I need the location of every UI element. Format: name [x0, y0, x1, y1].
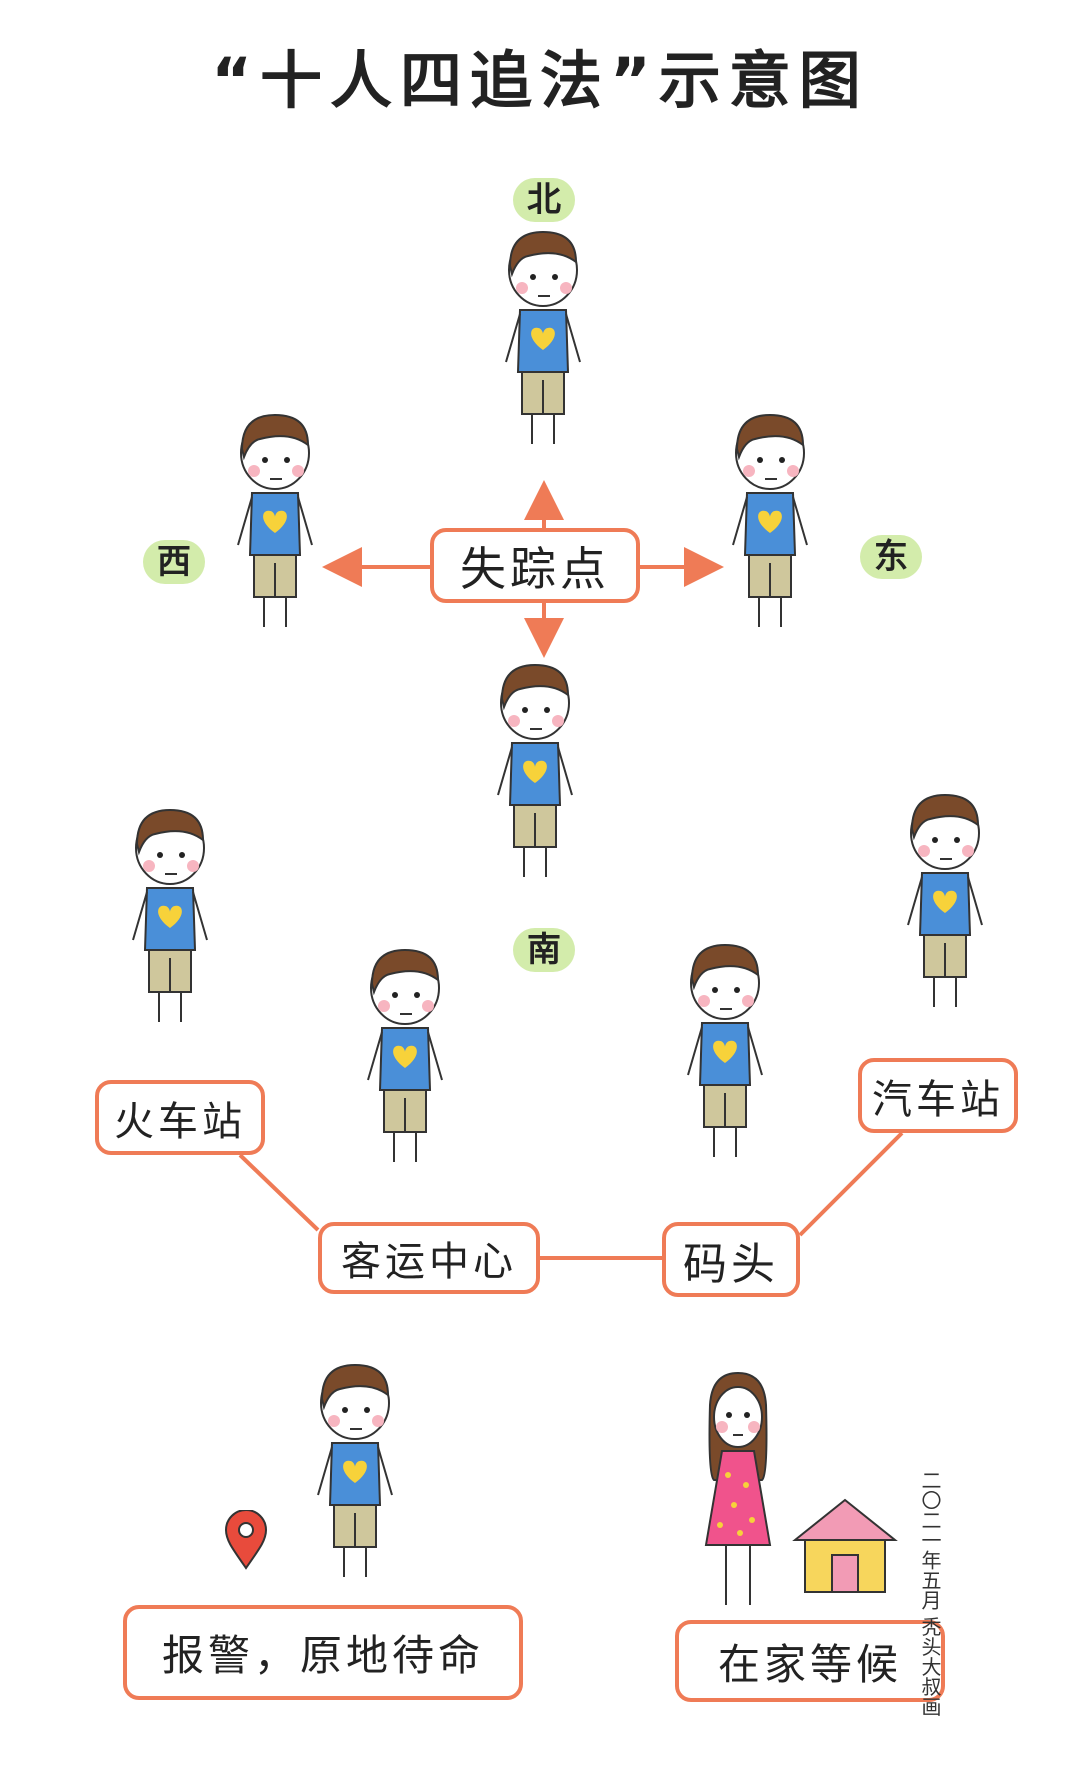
west-badge: 西 [143, 540, 205, 584]
east-badge: 东 [860, 535, 922, 579]
searcher-figure [907, 793, 983, 1007]
diagram-title: “十人四追法”示意图 [211, 44, 869, 117]
center-label-box: 失踪点 [430, 528, 640, 603]
searcher-figure [237, 413, 313, 627]
passenger-center-box: 客运中心 [318, 1222, 540, 1294]
bus-station-box: 汽车站 [858, 1058, 1018, 1133]
searcher-figure [132, 808, 208, 1022]
north-badge: 北 [513, 178, 575, 222]
wharf-box: 码头 [662, 1222, 800, 1297]
train-station-box: 火车站 [95, 1080, 265, 1155]
searcher-figure [497, 663, 573, 877]
house-icon [792, 1498, 898, 1593]
searcher-figure [367, 948, 443, 1162]
wait-home-box: 在家等候 [675, 1620, 945, 1702]
girl-figure [704, 1371, 772, 1605]
searcher-figure [687, 943, 763, 1157]
searcher-figure [505, 230, 581, 444]
artist-signature: 二〇二一年五月 秃头大叔画 [918, 1470, 942, 1717]
location-pin-icon [224, 1510, 268, 1570]
link-train-passenger [238, 1153, 320, 1232]
searcher-figure [317, 1363, 393, 1577]
link-wharf-bus [798, 1131, 904, 1237]
report-action-box: 报警，原地待命 [123, 1605, 523, 1700]
searcher-figure [732, 413, 808, 627]
south-badge: 南 [513, 928, 575, 972]
